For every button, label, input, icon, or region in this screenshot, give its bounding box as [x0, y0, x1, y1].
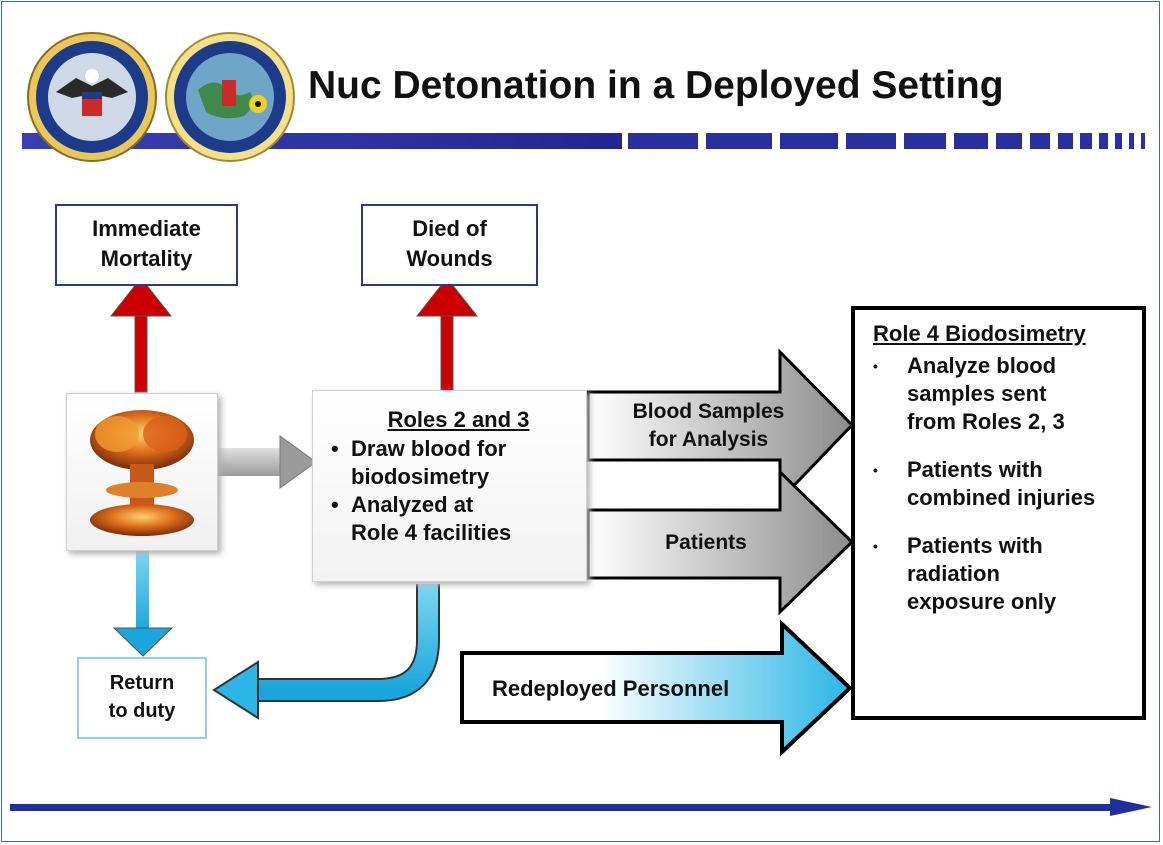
bullet-line: biodosimetry: [351, 464, 490, 489]
bullet-line: Analyzed at: [351, 492, 474, 517]
biodosimetry-bullet: • Patients with combined injuries: [873, 456, 1130, 512]
biodosimetry-bullet-text: Patients with combined injuries: [907, 456, 1095, 512]
roles-bullet: • Analyzed at Role 4 facilities: [331, 491, 576, 547]
bullet-line: Patients with: [907, 533, 1043, 558]
roles-bullet-text: Analyzed at Role 4 facilities: [351, 491, 511, 547]
arrow-roles-to-return-to-duty: [212, 584, 440, 720]
arrow-redeployed-personnel: [460, 619, 853, 757]
page-title: Nuc Detonation in a Deployed Setting: [308, 64, 1004, 107]
arrow-blood-samples: [586, 348, 855, 504]
outcome-line: Return: [109, 672, 175, 694]
bullet-dot: •: [873, 462, 878, 478]
roles-heading: Roles 2 and 3: [387, 407, 530, 432]
outcome-immediate-mortality: Immediate Mortality: [55, 204, 238, 286]
roles-bullet: • Draw blood for biodosimetry: [331, 435, 576, 491]
arrow-to-died-of-wounds: [415, 277, 479, 393]
bullet-dot: •: [873, 538, 878, 554]
bullet-dot: •: [331, 492, 339, 517]
role-4-biodosimetry-box: Role 4 Biodosimetry • Analyze blood samp…: [851, 306, 1146, 720]
patients-label: Patients: [665, 531, 747, 554]
bullet-line: Patients with: [907, 457, 1043, 482]
outcome-line: Immediate: [92, 216, 201, 241]
timeline-arrow: [10, 798, 1152, 816]
bullet-dot: •: [331, 436, 339, 461]
roles-bullet-text: Draw blood for biodosimetry: [351, 435, 506, 491]
bullet-dot: •: [873, 358, 878, 374]
bullet-line: from Roles 2, 3: [907, 409, 1065, 434]
outcome-line: to duty: [108, 700, 176, 722]
bullet-line: radiation: [907, 561, 1000, 586]
roles-2-and-3-box: Roles 2 and 3 • Draw blood for biodosime…: [312, 390, 587, 582]
radiation-seal-icon: [165, 32, 295, 162]
detonation-image: [66, 393, 218, 551]
bullet-line: combined injuries: [907, 485, 1096, 510]
outcome-return-to-duty: Return to duty: [77, 657, 207, 739]
outcome-died-of-wounds: Died of Wounds: [361, 204, 538, 286]
arrow-to-return-to-duty: [112, 550, 174, 657]
outcome-line: Mortality: [100, 246, 193, 271]
blood-samples-label: Blood Samples for Analysis: [596, 398, 821, 454]
arrow-to-immediate-mortality: [109, 277, 173, 393]
eagle-seal-icon: [27, 32, 157, 162]
biodosimetry-bullet: • Patients with radiation exposure only: [873, 532, 1130, 616]
redeployed-personnel-label: Redeployed Personnel: [492, 676, 730, 701]
flow-label-line: Blood Samples: [632, 400, 785, 423]
biodosimetry-bullet-text: Patients with radiation exposure only: [907, 532, 1056, 616]
bullet-line: Analyze blood: [907, 353, 1057, 378]
biodosimetry-bullet-text: Analyze blood samples sent from Roles 2,…: [907, 352, 1065, 436]
bullet-line: samples sent: [907, 381, 1047, 406]
arrow-detonation-to-roles: [218, 435, 317, 489]
bullet-line: Draw blood for: [351, 436, 507, 461]
title-underline-bar: [22, 133, 1145, 149]
outcome-line: Died of: [412, 216, 487, 241]
flow-label-line: for Analysis: [648, 428, 769, 451]
biodosimetry-heading: Role 4 Biodosimetry: [873, 321, 1086, 346]
bullet-line: Role 4 facilities: [351, 520, 512, 545]
arrow-patients: [586, 468, 855, 616]
bullet-line: exposure only: [907, 589, 1057, 614]
mushroom-cloud-icon: [90, 410, 194, 536]
biodosimetry-bullet: • Analyze blood samples sent from Roles …: [873, 352, 1130, 436]
outcome-line: Wounds: [406, 246, 493, 271]
